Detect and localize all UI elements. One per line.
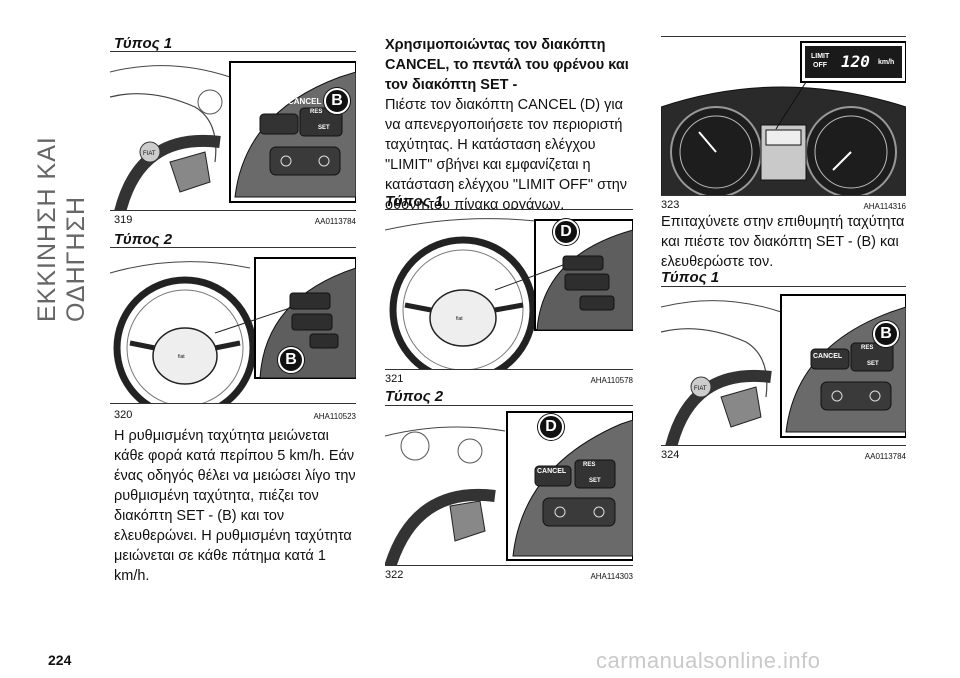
display-unit: km/h — [878, 59, 895, 66]
steering-wheel-illustration: fiat — [110, 248, 356, 403]
figure-323: LIMIT OFF 120 km/h — [661, 36, 906, 196]
res-label: RES — [583, 462, 596, 468]
res-label: RES — [310, 109, 323, 115]
display-speed: 120 — [841, 52, 870, 71]
figure-code: AHA110578 — [590, 376, 633, 385]
steering-wheel-illustration: FIAT — [110, 52, 356, 210]
set-label: SET — [867, 361, 879, 367]
figure-number: 320 — [114, 409, 133, 421]
figure-number: 319 — [114, 214, 133, 226]
figure-number: 324 — [661, 449, 680, 461]
figure-322: CANCEL RES SET D — [385, 405, 633, 566]
body-paragraph: Επιταχύνετε στην επιθυμητή ταχύτητα και … — [661, 214, 905, 270]
set-label: SET — [318, 125, 330, 131]
callout-badge-b: B — [873, 321, 899, 347]
set-label: SET — [589, 478, 601, 484]
body-paragraph: Πιέστε τον διακόπτη CANCEL (D) για να απ… — [385, 97, 628, 213]
callout-badge-b: B — [324, 88, 350, 114]
svg-text:FIAT: FIAT — [143, 151, 156, 157]
steering-wheel-illustration — [385, 406, 633, 565]
watermark: carmanualsonline.info — [596, 648, 821, 673]
display-off-label: OFF — [813, 62, 827, 69]
page-number: 224 — [48, 652, 72, 668]
display-limit-label: LIMIT — [811, 53, 830, 60]
callout-badge-d: D — [538, 414, 564, 440]
figure-319: FIAT CANCEL RES SET B — [110, 51, 356, 211]
figure-320: fiat B — [110, 247, 356, 404]
cancel-label: CANCEL — [288, 97, 322, 106]
heading-type-2: Τύπος 2 — [114, 231, 173, 248]
section-side-title: ΕΚΚΙΝΗΣΗ ΚΑΙ ΟΔΗΓΗΣΗ — [33, 136, 90, 322]
svg-text:FIAT: FIAT — [694, 386, 707, 392]
svg-text:fiat: fiat — [178, 354, 185, 360]
callout-badge-d: D — [553, 219, 579, 245]
svg-text:fiat: fiat — [456, 316, 463, 322]
heading-type-1: Τύπος 1 — [385, 193, 444, 210]
heading-type-2: Τύπος 2 — [385, 388, 444, 405]
bold-heading: Χρησιμοποιώντας τον διακόπτη CANCEL, το … — [385, 37, 629, 93]
heading-type-1: Τύπος 1 — [114, 35, 173, 52]
figure-code: AHA114316 — [863, 202, 906, 211]
figure-code: AA0113784 — [314, 217, 356, 226]
figure-number: 322 — [385, 569, 404, 581]
instrument-cluster-illustration — [661, 37, 906, 195]
figure-code: AA0113784 — [864, 452, 906, 461]
res-label: RES — [861, 345, 874, 351]
body-paragraph: Η ρυθμισμένη ταχύτητα μειώνεται κάθε φορ… — [114, 428, 356, 584]
figure-324: FIAT CANCEL RES SET B — [661, 286, 906, 446]
figure-321: fiat D — [385, 209, 633, 370]
callout-badge-b: B — [278, 347, 304, 373]
figure-code: AHA114303 — [590, 572, 633, 581]
cancel-label: CANCEL — [537, 468, 567, 475]
figure-code: AHA110523 — [313, 412, 356, 421]
figure-number: 321 — [385, 373, 404, 385]
steering-wheel-illustration: fiat — [385, 210, 633, 369]
heading-type-1: Τύπος 1 — [661, 269, 720, 286]
figure-number: 323 — [661, 199, 680, 211]
cancel-label: CANCEL — [813, 353, 843, 360]
